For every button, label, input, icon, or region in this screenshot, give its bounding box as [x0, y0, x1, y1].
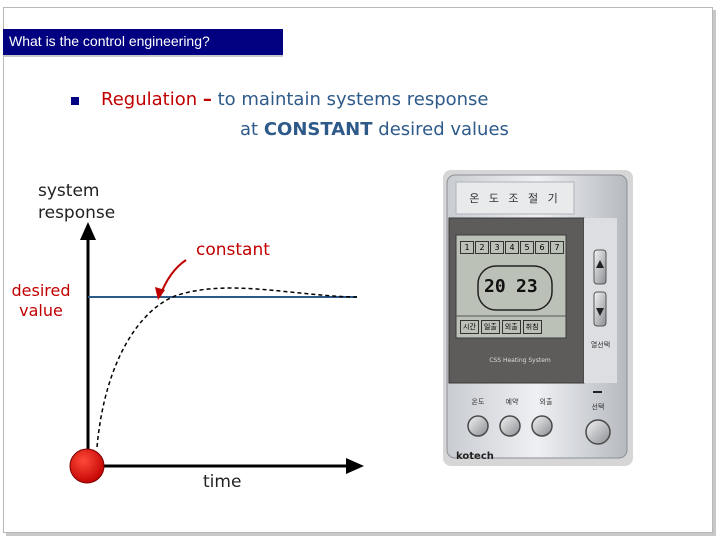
regulation-term: Regulation — [101, 89, 198, 110]
bottom-button-label: 예약 — [505, 398, 519, 406]
day-button: 6 — [535, 241, 549, 254]
device-button-4 — [585, 419, 611, 445]
bullet-line-1-text: to maintain systems response — [217, 89, 489, 110]
constant-emphasis: CONSTANT — [263, 119, 373, 140]
mode-label: 일출 — [480, 320, 500, 334]
y-axis-label: system response — [38, 180, 115, 224]
device-temp-right: 23 — [516, 276, 538, 297]
bullet-dash: – — [202, 89, 212, 110]
constant-annotation: constant — [196, 240, 270, 260]
bullet-line-2-prefix: at — [240, 119, 259, 140]
bullet-line-2-suffix: desired values — [378, 119, 509, 140]
bullet-line-1: Regulation – to maintain systems respons… — [101, 89, 489, 110]
device-header-strip — [455, 181, 575, 215]
mode-label: 취침 — [522, 320, 542, 334]
device-button-3 — [531, 415, 553, 437]
device-temp-left: 20 — [484, 276, 506, 297]
x-axis-label: time — [203, 472, 242, 492]
mode-label: 외출 — [501, 320, 521, 334]
bottom-button-label: 온도 — [471, 398, 485, 406]
response-curve — [96, 287, 358, 448]
origin-dot — [69, 448, 105, 484]
device-lcd-ring — [477, 265, 553, 311]
device-button-1 — [467, 415, 489, 437]
device-side-button-label: 선택 — [591, 403, 605, 411]
day-button: 1 — [460, 241, 474, 254]
day-button: 3 — [490, 241, 504, 254]
day-button: 5 — [520, 241, 534, 254]
day-button: 2 — [475, 241, 489, 254]
device-bottom-labels: 온도 예약 외출 — [464, 397, 560, 407]
device-panel-caption: CSS Heating System — [489, 357, 551, 364]
desired-value-line-1: desired — [11, 281, 71, 300]
y-axis-arrowhead — [80, 222, 96, 240]
x-axis-arrowhead — [346, 458, 364, 474]
slide-title: What is the control engineering? — [9, 33, 210, 49]
bullet-square — [71, 97, 79, 105]
device-button-2 — [499, 415, 521, 437]
y-axis-label-line-1: system — [38, 181, 100, 201]
down-triangle-icon — [596, 308, 604, 316]
desired-value-line-2: value — [19, 301, 63, 320]
title-bar — [3, 29, 283, 57]
constant-annotation-arrowhead — [155, 287, 165, 300]
device-header-text: 온 도 조 절 기 — [469, 192, 561, 205]
device-mode-row: 시간 일출 외출 취침 — [460, 320, 564, 334]
desired-value-label: desired value — [6, 281, 76, 321]
day-button: 4 — [505, 241, 519, 254]
y-axis-label-line-2: response — [38, 203, 116, 223]
thermostat-device — [443, 170, 633, 466]
bullet-line-2: at CONSTANT desired values — [240, 119, 509, 140]
device-day-row: 1 2 3 4 5 6 7 — [460, 241, 564, 254]
device-side-label: 열선택 — [590, 341, 611, 349]
bottom-button-label: 외출 — [539, 398, 553, 406]
up-triangle-icon — [596, 260, 604, 268]
day-button: 7 — [550, 241, 564, 254]
mode-label: 시간 — [460, 320, 479, 334]
device-brand-logo: kotech — [456, 451, 494, 462]
